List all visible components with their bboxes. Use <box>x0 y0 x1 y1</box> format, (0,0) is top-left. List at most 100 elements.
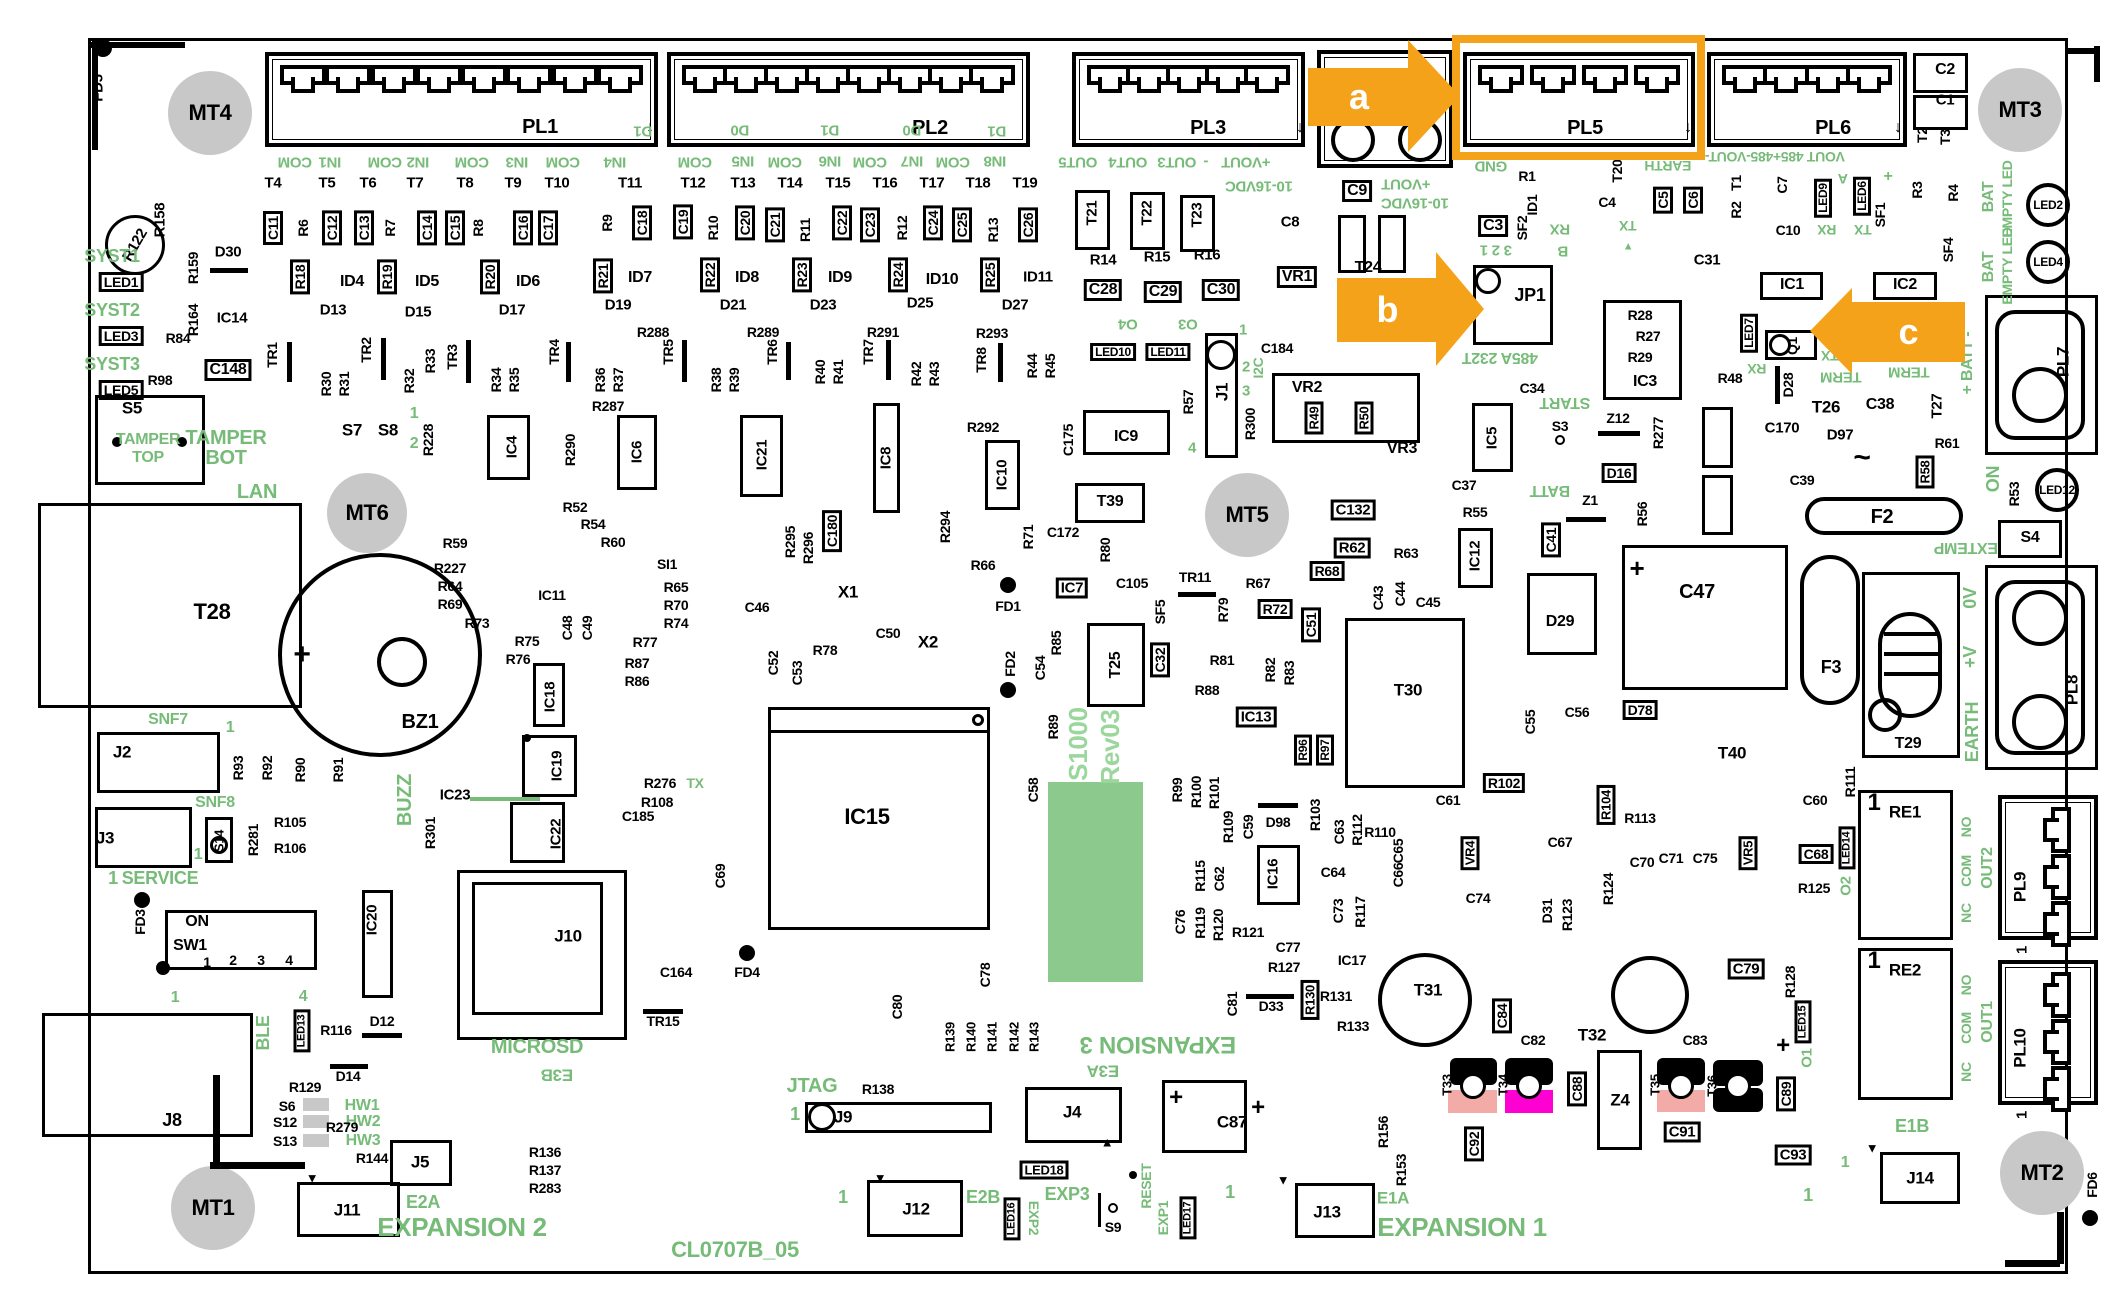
silkscreen-label: S7 <box>341 420 363 440</box>
silkscreen-label: TR15 <box>646 1013 680 1029</box>
silkscreen-label: D31 <box>1539 898 1555 924</box>
silkscreen-label: C78 <box>977 962 993 988</box>
silkscreen-label: 1 <box>1803 1185 1813 1205</box>
silkscreen-label: R27 <box>1635 328 1661 344</box>
silkscreen-label: R228 <box>420 423 436 457</box>
silkscreen-label: TX <box>1619 218 1637 234</box>
silkscreen-label: C4 <box>1598 194 1616 210</box>
silkscreen-label: R98 <box>147 372 173 388</box>
silkscreen-label: COM <box>852 153 888 171</box>
mount-hole <box>327 473 407 553</box>
silkscreen-label: S5 <box>121 398 143 418</box>
silkscreen-label: T4 <box>264 174 282 192</box>
component-fill <box>1657 1090 1705 1112</box>
silkscreen-label: LED7 <box>1740 313 1758 353</box>
silkscreen-label: C164 <box>659 964 693 980</box>
component-outline <box>97 732 220 793</box>
silkscreen-label: C37 <box>1451 477 1477 493</box>
silkscreen-label: T36 <box>1704 1075 1720 1097</box>
silkscreen-label: T10 <box>544 174 570 192</box>
silkscreen-label: + <box>1169 1084 1183 1111</box>
connector-inner-line <box>1470 59 1688 140</box>
silkscreen-line <box>362 1033 402 1038</box>
pl5-highlight-box <box>1452 35 1705 160</box>
silkscreen-label: J3 <box>95 828 115 848</box>
silkscreen-label: D28 <box>1780 372 1796 398</box>
component-outline <box>95 395 205 485</box>
component-circle <box>156 961 170 975</box>
silkscreen-label: +V <box>1960 646 1980 668</box>
silkscreen-label: C29 <box>1143 281 1183 303</box>
rj-jack-icon <box>969 65 1015 93</box>
silkscreen-label: + <box>293 638 311 671</box>
silkscreen-label: R42 <box>908 361 924 387</box>
silkscreen-label: J1 <box>1212 382 1232 402</box>
silkscreen-label: R76 <box>505 651 531 667</box>
component-outline <box>42 1013 253 1137</box>
silkscreen-label: COM <box>1958 855 1974 887</box>
silkscreen-line <box>90 42 185 48</box>
silkscreen-label: 3 2 1 <box>1480 241 1512 259</box>
rj-jack-icon <box>506 65 553 93</box>
silkscreen-label: C92 <box>1464 1126 1484 1162</box>
rj-jack-icon <box>764 65 810 93</box>
callout-arrow-tip-a <box>1408 40 1460 152</box>
silkscreen-label: R300 <box>1242 407 1258 441</box>
silkscreen-label: 1 <box>1840 1154 1850 1171</box>
silkscreen-label: IC18 <box>541 681 559 713</box>
mount-hole <box>1978 68 2062 152</box>
silkscreen-label: RX <box>1549 220 1571 238</box>
silkscreen-label: TAMPER <box>115 431 181 448</box>
silkscreen-label: R14 <box>1089 251 1117 269</box>
silkscreen-label: R159 <box>185 251 201 285</box>
silkscreen-label: R87 <box>624 655 650 671</box>
silkscreen-label: C30 <box>1201 279 1241 301</box>
component-circle <box>1516 1073 1542 1099</box>
silkscreen-label: C91 <box>1663 1121 1701 1143</box>
silkscreen-label: 1 <box>170 989 180 1006</box>
silkscreen-label: COM <box>277 153 313 171</box>
component-circle <box>972 714 984 726</box>
silkscreen-line <box>287 342 292 382</box>
silkscreen-label: C88 <box>1567 1071 1587 1107</box>
silkscreen-label: J5 <box>410 1152 430 1172</box>
component-outline <box>1998 520 2062 558</box>
silkscreen-label: R64 <box>437 578 463 594</box>
silkscreen-label: R290 <box>562 433 578 467</box>
silkscreen-label: NO <box>1958 974 1974 996</box>
silkscreen-label: T14 <box>777 174 803 192</box>
silkscreen-label: R52 <box>562 499 588 515</box>
silkscreen-line <box>1246 994 1294 999</box>
silkscreen-label: T18 <box>965 174 991 192</box>
component-fill <box>1505 1090 1553 1113</box>
silkscreen-label: O1 <box>1798 1048 1816 1068</box>
silkscreen-label: R88 <box>1194 682 1220 698</box>
silkscreen-label: IC22 <box>547 818 565 850</box>
silkscreen-label: C32 <box>1150 642 1170 678</box>
silkscreen-label: 0V <box>1960 587 1980 609</box>
component-outline <box>867 1180 963 1237</box>
silkscreen-label: TR8 <box>973 347 989 373</box>
silkscreen-label: OUT5 <box>1058 153 1098 171</box>
silkscreen-label: FD1 <box>995 598 1021 614</box>
silkscreen-label: R48 <box>1717 370 1743 386</box>
silkscreen-label: R33 <box>422 348 438 374</box>
silkscreen-label: PL2 <box>912 117 948 139</box>
silkscreen-label: R67 <box>1245 575 1271 591</box>
component-outline <box>205 817 233 863</box>
silkscreen-label: 2 <box>229 952 237 968</box>
component-circle <box>1868 698 1902 732</box>
silkscreen-label: Z1 <box>1582 492 1598 508</box>
silkscreen-label: IN4 <box>603 153 627 171</box>
silkscreen-label: IN3 <box>505 153 529 171</box>
component-outline <box>1295 1183 1375 1238</box>
rj-jack-icon <box>280 65 326 93</box>
silkscreen-label: ▼ <box>1276 1172 1290 1188</box>
silkscreen-label: C11 <box>263 210 283 246</box>
component-outline <box>1862 572 1960 758</box>
silkscreen-label: R18 <box>290 259 310 295</box>
silkscreen-line-green <box>470 797 540 801</box>
silkscreen-label: IN7 <box>900 152 924 170</box>
silkscreen-label: D97 <box>1826 426 1854 444</box>
silkscreen-line <box>566 342 571 382</box>
